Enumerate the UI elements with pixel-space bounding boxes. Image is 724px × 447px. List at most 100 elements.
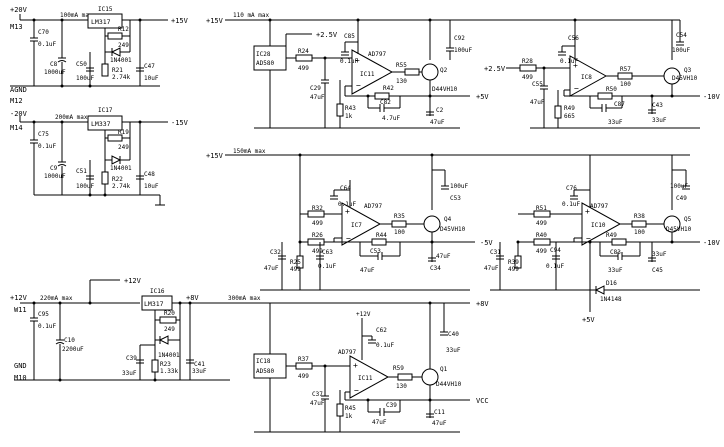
label-r43-value: 1k [345, 113, 353, 120]
label-m14: M14 [10, 124, 23, 132]
label-c43: C43 [652, 102, 663, 109]
label-c39: C39 [126, 355, 137, 362]
label-plus15v-b: +15V [206, 17, 224, 25]
label-d2: 1N4001 [110, 165, 132, 172]
label-r19: R19 [118, 129, 129, 136]
label-ic11: IC11 [360, 71, 375, 78]
label-plus8v-b: +8V [476, 300, 489, 308]
label-c56-value: 0.1uF [560, 58, 578, 65]
label-plus12v: +12V [10, 294, 28, 302]
transistor-q2 [421, 63, 439, 81]
label-r21: R21 [112, 67, 123, 74]
label-r28-value: 499 [522, 74, 533, 81]
label-c56: C56 [568, 35, 579, 42]
label-c29: C29 [310, 85, 321, 92]
transistor-q4 [423, 215, 441, 233]
opamp-ic11-a-block: +− IC11 AD797 C85 0.1uF R55 130 Q2 D44VH… [340, 33, 489, 126]
label-r23-value: 1.33k [160, 368, 178, 375]
svg-text:+: + [345, 207, 350, 216]
label-c39-b-value: 47uF [372, 419, 387, 426]
label-c83: C83 [610, 249, 621, 256]
label-w11: W11 [14, 306, 27, 314]
label-q1: Q1 [440, 366, 448, 373]
label-q4-type: D45VH10 [440, 226, 466, 233]
label-c62-value: 0.1uF [376, 342, 394, 349]
label-c8-value: 1000uF [44, 69, 66, 76]
label-c39-b: C39 [386, 402, 397, 409]
label-r44: R44 [376, 232, 387, 239]
label-r49-value: 665 [564, 113, 575, 120]
label-c51-value: 100uF [76, 183, 94, 190]
label-r24-value: 499 [298, 65, 309, 72]
label-r28: R28 [522, 58, 533, 65]
label-q5: Q5 [684, 216, 692, 223]
svg-text:−: − [354, 386, 359, 395]
opamp-bottom [349, 355, 390, 399]
label-c10-value: 2200uF [62, 346, 84, 353]
label-c32-value: 47uF [264, 265, 279, 272]
label-c82: C82 [380, 99, 391, 106]
label-q3-type: D45VH10 [672, 75, 698, 82]
label-ad580-a: AD580 [256, 60, 274, 67]
label-q2-type: D44VH10 [432, 86, 458, 93]
label-minus20v: -20V [10, 110, 28, 118]
label-r43: R43 [345, 105, 356, 112]
label-r57: R57 [620, 66, 631, 73]
label-ad580-b: AD580 [256, 368, 274, 375]
reference-ic18-block: IC18 AD580 R37 499 C37 47uF R45 1k [253, 303, 460, 433]
svg-text:−: − [586, 234, 591, 243]
label-q5-type: D45VH10 [666, 226, 692, 233]
label-ic10: IC10 [591, 222, 606, 229]
label-c40: C40 [448, 331, 459, 338]
label-c47-value: 10uF [144, 75, 159, 82]
label-ic16: IC16 [150, 288, 165, 295]
rail-plus15v-top: +15V 110 mA max [206, 12, 680, 60]
label-c50-value: 100uF [76, 75, 94, 82]
label-plus2-5v-b: +2.5V [484, 65, 506, 73]
label-ic7: IC7 [351, 222, 362, 229]
label-c10: C10 [64, 337, 75, 344]
label-r38-value: 100 [634, 229, 645, 236]
svg-text:+: + [585, 207, 590, 216]
label-r21-value: 2.74k [112, 74, 130, 81]
label-minus10v-b: -10V [703, 239, 721, 247]
label-r49: R49 [564, 105, 575, 112]
label-c45-value: 33uF [652, 251, 667, 258]
label-r22-value: 2.74k [112, 183, 130, 190]
label-c49-value: 100uF [670, 183, 688, 190]
label-c87-value: 33uF [608, 119, 623, 126]
label-minus10v-a: -10V [703, 93, 721, 101]
label-r50: R50 [606, 86, 617, 93]
opamp-ic7-block: +− IC7 AD797 C64 0.1uF R32 499 R35 100 Q… [260, 169, 493, 291]
label-c51: C51 [76, 168, 87, 175]
label-c43-value: 33uF [652, 117, 667, 124]
label-c55-value: 47uF [530, 99, 545, 106]
label-plus12v-b: +12V [124, 277, 142, 285]
label-c49: C49 [676, 195, 687, 202]
svg-text:+: + [573, 61, 578, 70]
label-c53-top-value: 100uF [450, 183, 468, 190]
label-c94: C94 [550, 247, 561, 254]
label-r23: R23 [160, 361, 171, 368]
label-vcc: VCC [476, 397, 489, 405]
label-plus5v-b: +5V [582, 316, 595, 324]
label-ic17: IC17 [98, 107, 113, 114]
label-r26-value: 499 [312, 248, 323, 255]
label-d16: D16 [606, 280, 617, 287]
label-c11-value: 47uF [432, 420, 447, 427]
label-r26: R26 [312, 232, 323, 239]
regulator-ic17-block: -20V M14 200mA max IC17 LM337 -15V C75 0… [10, 107, 189, 206]
label-c76: C76 [566, 185, 577, 192]
label-lm317-b: LM317 [144, 300, 164, 308]
label-c37: C37 [312, 391, 323, 398]
label-c2-value: 47uF [430, 119, 445, 126]
label-r39-value: 499 [508, 266, 519, 273]
label-r32-value: 499 [312, 220, 323, 227]
regulator-ic15-block: +20V M13 100mA max IC15 LM317 +15V C70 0… [10, 6, 189, 105]
label-current-150ma: 150mA max [233, 148, 266, 155]
label-c54-value: 100uF [672, 47, 690, 54]
label-c40-value: 33uF [446, 347, 461, 354]
label-c85-value: 0.1uF [340, 58, 358, 65]
label-r55-value: 130 [396, 78, 407, 85]
